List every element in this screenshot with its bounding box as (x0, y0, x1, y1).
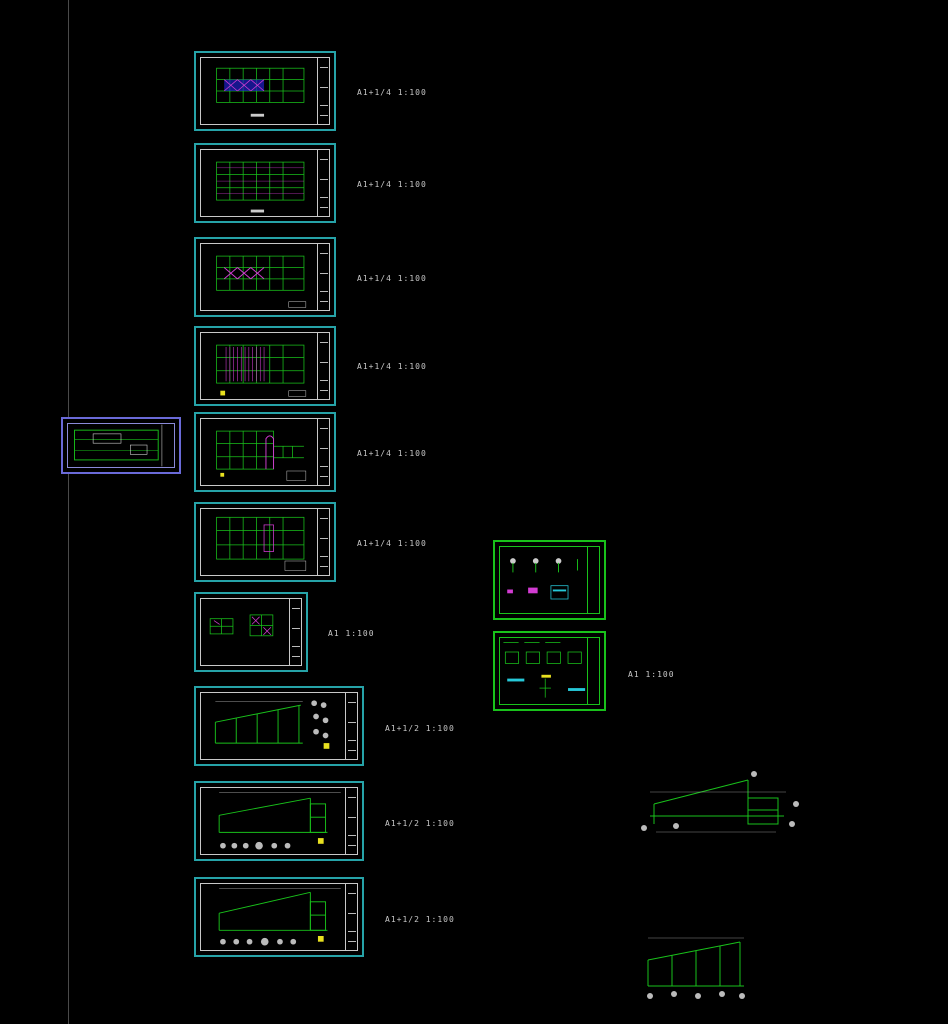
plan-drawing-5 (216, 430, 307, 481)
plan-drawing-1 (216, 67, 305, 117)
detail-sheet-b[interactable] (493, 631, 606, 711)
sheet-2-scale-label: A1+1/4 1:100 (357, 180, 427, 189)
sheet-10-scale-label: A1+1/2 1:100 (385, 915, 455, 924)
section-sheet-8[interactable] (194, 686, 364, 766)
plan-sheet-3[interactable] (194, 237, 336, 317)
detail-plan-drawing-7 (209, 614, 274, 637)
sheet-9-scale-label: A1+1/2 1:100 (385, 819, 455, 828)
plan-drawing-3 (216, 255, 307, 308)
plan-sheet-5[interactable] (194, 412, 336, 492)
detail-plan-sheet-7[interactable] (194, 592, 308, 672)
sheet-1-scale-label: A1+1/4 1:100 (357, 88, 427, 97)
detail-drawing-b (503, 642, 586, 698)
plan-sheet-6[interactable] (194, 502, 336, 582)
section-sheet-10[interactable] (194, 877, 364, 957)
sheet-5-scale-label: A1+1/4 1:100 (357, 449, 427, 458)
sheet-3-scale-label: A1+1/4 1:100 (357, 274, 427, 283)
sheet-8-scale-label: A1+1/2 1:100 (385, 724, 455, 733)
plan-drawing-4 (216, 344, 307, 397)
site-plan-drawing (74, 424, 163, 467)
plan-sheet-4[interactable] (194, 326, 336, 406)
sheet-6-scale-label: A1+1/4 1:100 (357, 539, 427, 548)
plan-sheet-2[interactable] (194, 143, 336, 223)
sheet-7-scale-label: A1 1:100 (328, 629, 375, 638)
section-drawing-8 (214, 700, 330, 749)
detail-sheet-a[interactable] (493, 540, 606, 620)
site-plan-sheet[interactable] (61, 417, 181, 474)
sheet-4-scale-label: A1+1/4 1:100 (357, 362, 427, 371)
plan-drawing-2 (216, 161, 305, 213)
plan-drawing-6 (216, 516, 307, 571)
section-drawing-9 (218, 792, 341, 850)
section-sheet-9[interactable] (194, 781, 364, 861)
model-space-axis-line (68, 0, 69, 1024)
plan-sheet-1[interactable] (194, 51, 336, 131)
loose-section-drawing-1[interactable] (636, 764, 804, 844)
section-drawing-10 (218, 888, 341, 946)
detail-sheets-scale-label: A1 1:100 (628, 670, 675, 679)
loose-section-drawing-2[interactable] (640, 936, 752, 1006)
detail-drawing-a (507, 558, 578, 600)
